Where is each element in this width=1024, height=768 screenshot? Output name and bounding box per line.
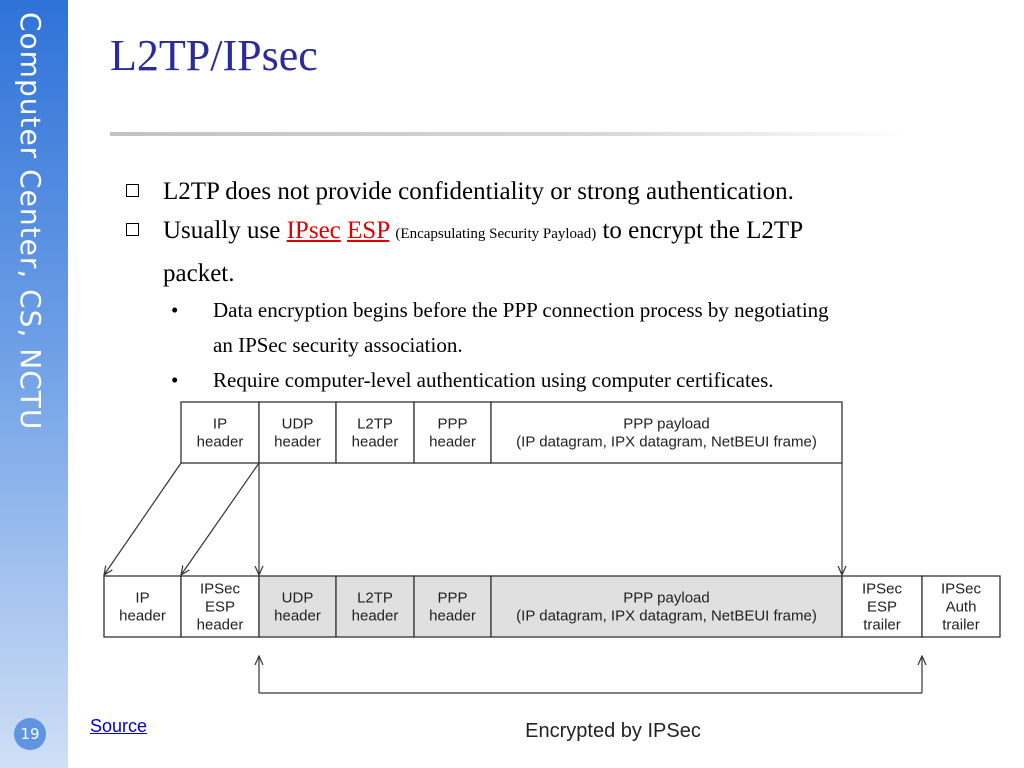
udp-start-arrow [181, 462, 260, 575]
encrypted-label: Encrypted by IPSec [525, 720, 701, 742]
packet-field-box [335, 401, 415, 464]
packet-field-label: L2TP [357, 416, 393, 433]
source-link[interactable]: Source [90, 716, 148, 736]
bullet-list: L2TP does not provide confidentiality or… [126, 172, 996, 398]
packet-field-label: header [197, 434, 244, 451]
packet-field-box [413, 575, 492, 638]
packet-field-box [841, 575, 923, 638]
bullet-text: to encrypt the L2TP [602, 217, 804, 244]
esp-link[interactable]: ESP [347, 217, 390, 244]
packet-field-box [103, 575, 182, 638]
packet-field-label: ESP [205, 599, 235, 616]
packet-field-label: (IP datagram, IPX datagram, NetBEUI fram… [516, 434, 817, 451]
ipsec-packet-row: IPheaderIPSecESPheaderUDPheaderL2TPheade… [103, 575, 1001, 638]
bullet-text-continued: packet. [163, 260, 235, 287]
packet-field-label: header [352, 434, 399, 451]
packet-field-label: PPP payload [623, 590, 709, 607]
packet-field-label: PPP payload [623, 416, 709, 433]
slide-title: L2TP/IPsec [110, 31, 318, 80]
packet-field-label: (IP datagram, IPX datagram, NetBEUI fram… [516, 608, 817, 625]
packet-field-box [921, 575, 1001, 638]
packet-field-label: IP [135, 590, 149, 607]
packet-field-label: header [429, 434, 476, 451]
packet-field-label: header [274, 434, 321, 451]
packet-field-label: L2TP [357, 590, 393, 607]
packet-field-label: IPSec [200, 581, 241, 598]
l2tp-packet-row: IPheaderUDPheaderL2TPheaderPPPheaderPPP … [180, 401, 843, 464]
checkbox-bullet-icon [126, 223, 139, 236]
packet-field-label: ESP [867, 599, 897, 616]
packet-field-label: IPSec [862, 581, 903, 598]
packet-field-label: IPSec [941, 581, 982, 598]
encrypted-bracket [259, 656, 922, 694]
packet-field-label: header [352, 608, 399, 625]
mapping-arrows [104, 462, 842, 575]
sidebar-label: Computer Center, CS, NCTU [14, 12, 47, 431]
checkbox-bullet-icon [126, 184, 139, 197]
packet-field-box [180, 401, 260, 464]
packet-field-label: IP [213, 416, 227, 433]
packet-field-label: trailer [942, 617, 980, 634]
packet-field-label: header [197, 617, 244, 634]
bullet-item: Usually use IPsec ESP (Encapsulating Sec… [126, 211, 996, 293]
page-number: 19 [14, 718, 46, 750]
sidebar: Computer Center, CS, NCTU [0, 0, 68, 768]
packet-field-box [413, 401, 492, 464]
packet-field-box [258, 401, 337, 464]
packet-field-box [180, 575, 260, 638]
title-divider [110, 132, 910, 136]
packet-field-label: trailer [863, 617, 901, 634]
dot-bullet-icon: • [171, 298, 179, 322]
packet-field-box [490, 575, 843, 638]
packet-field-label: UDP [282, 416, 314, 433]
packet-field-label: header [429, 608, 476, 625]
packet-field-label: Auth [946, 599, 977, 616]
packet-field-label: header [274, 608, 321, 625]
packet-field-box [258, 575, 337, 638]
sub-bullet-text: Data encryption begins before the PPP co… [213, 298, 829, 322]
dot-bullet-icon: • [171, 368, 179, 392]
bullet-item: L2TP does not provide confidentiality or… [126, 172, 996, 211]
bullet-text: L2TP does not provide confidentiality or… [163, 178, 794, 205]
ipsec-link[interactable]: IPsec [286, 217, 341, 244]
esp-expansion: (Encapsulating Security Payload) [395, 226, 597, 242]
packet-field-box [335, 575, 415, 638]
sub-bullet-item: • Require computer-level authentication … [126, 363, 996, 398]
ip-header-arrow [104, 462, 182, 575]
sub-bullet-item: • Data encryption begins before the PPP … [126, 293, 996, 363]
packet-field-label: UDP [282, 590, 314, 607]
sub-bullet-text: Require computer-level authentication us… [213, 368, 774, 392]
sub-bullet-text-continued: an IPSec security association. [213, 333, 463, 357]
packet-field-label: header [119, 608, 166, 625]
bullet-text: Usually use [163, 217, 281, 244]
packet-field-box [490, 401, 843, 464]
packet-field-label: PPP [437, 590, 467, 607]
packet-field-label: PPP [437, 416, 467, 433]
